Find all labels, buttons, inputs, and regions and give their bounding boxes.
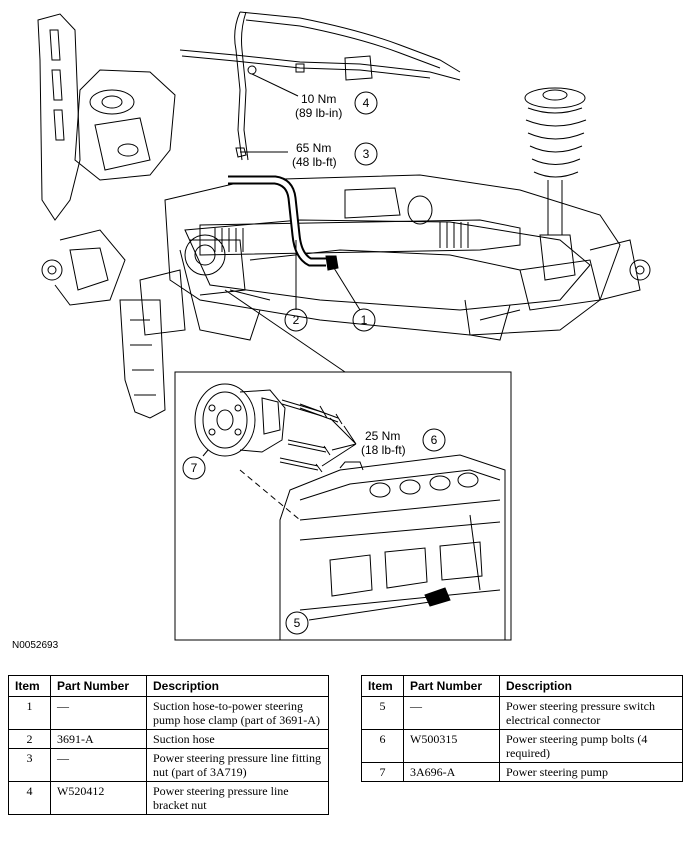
- part-cell: —: [403, 696, 500, 730]
- parts-table-right: Item Part Number Description 5 — Power s…: [361, 675, 683, 782]
- detail-leader: [224, 289, 346, 373]
- leader-6: [321, 417, 357, 467]
- steering-gear: [199, 187, 521, 256]
- callout-7-circle: [182, 456, 206, 480]
- part-cell: 3691-A: [50, 729, 147, 749]
- table-row: 6 W500315 Power steering pump bolts (4 r…: [361, 729, 683, 763]
- torque-4-metric: 10 Nm: [301, 92, 336, 106]
- description-cell: Power steering pressure switch electrica…: [499, 696, 683, 730]
- torque-6-imperial: (18 lb-ft): [361, 443, 406, 457]
- callout-5-circle: [285, 611, 309, 635]
- callout-3-circle: [354, 142, 378, 166]
- header-description: Description: [499, 675, 683, 697]
- left-frame-rail: [37, 13, 166, 419]
- table-header-row: Item Part Number Description: [8, 675, 329, 697]
- figure-id: N0052693: [12, 640, 59, 651]
- table-row: 5 — Power steering pressure switch elect…: [361, 696, 683, 730]
- item-cell: 4: [8, 781, 51, 815]
- callout-1-number: 1: [361, 313, 368, 327]
- callout-7-number: 7: [191, 461, 198, 475]
- item-cell: 3: [8, 748, 51, 782]
- pressure-line: [179, 11, 461, 161]
- description-cell: Suction hose-to-power steering pump hose…: [146, 696, 329, 730]
- item-cell: 7: [361, 762, 404, 782]
- callout-4-number: 4: [363, 96, 370, 110]
- description-cell: Power steering pump bolts (4 required): [499, 729, 683, 763]
- table-row: 1 — Suction hose-to-power steering pump …: [8, 696, 329, 730]
- callout-2-number: 2: [293, 313, 300, 327]
- item-cell: 1: [8, 696, 51, 730]
- callout-5-number: 5: [294, 616, 301, 630]
- pump-bolts: [279, 399, 343, 473]
- torque-3-metric: 65 Nm: [296, 141, 331, 155]
- torque-3-imperial: (48 lb-ft): [292, 155, 337, 169]
- left-strut-tower: [74, 69, 176, 181]
- mounting-line: [239, 469, 301, 521]
- description-cell: Power steering pump: [499, 762, 683, 782]
- description-cell: Power steering pressure line bracket nut: [146, 781, 329, 815]
- leader-7: [202, 449, 209, 457]
- table-row: 4 W520412 Power steering pressure line b…: [8, 781, 329, 815]
- table-row: 7 3A696-A Power steering pump: [361, 762, 683, 782]
- header-part-number: Part Number: [50, 675, 147, 697]
- leader-1: [333, 267, 361, 311]
- callout-4-circle: [354, 91, 378, 115]
- right-strut: [524, 87, 587, 281]
- item-cell: 6: [361, 729, 404, 763]
- detail-view-frame: [174, 371, 512, 641]
- leader-4: [251, 73, 299, 97]
- hose-clamp: [325, 255, 339, 271]
- right-hub: [519, 239, 651, 311]
- power-steering-illustration: 4 3 2 1 6 7 5 10 Nm (89 lb-in) 65 Nm (48…: [37, 11, 651, 641]
- part-cell: —: [50, 748, 147, 782]
- item-cell: 5: [361, 696, 404, 730]
- table-header-row: Item Part Number Description: [361, 675, 683, 697]
- header-description: Description: [146, 675, 329, 697]
- pressure-switch-connector: [424, 587, 451, 607]
- pressure-line-fitting-nut: [235, 147, 247, 158]
- pump-detail: [194, 383, 286, 457]
- part-cell: W500315: [403, 729, 500, 763]
- header-part-number: Part Number: [403, 675, 500, 697]
- torque-6-metric: 25 Nm: [365, 429, 400, 443]
- callout-6-number: 6: [431, 433, 438, 447]
- parts-table-left: Item Part Number Description 1 — Suction…: [8, 675, 329, 815]
- item-cell: 2: [8, 729, 51, 749]
- leader-5: [308, 601, 431, 621]
- header-item: Item: [361, 675, 404, 697]
- part-cell: —: [50, 696, 147, 730]
- header-item: Item: [8, 675, 51, 697]
- table-row: 2 3691-A Suction hose: [8, 729, 329, 749]
- callout-3-number: 3: [363, 147, 370, 161]
- part-cell: W520412: [50, 781, 147, 815]
- description-cell: Suction hose: [146, 729, 329, 749]
- part-cell: 3A696-A: [403, 762, 500, 782]
- left-hub: [41, 229, 126, 306]
- callout-6-circle: [422, 428, 446, 452]
- callout-2-circle: [284, 308, 308, 332]
- callout-1-circle: [352, 308, 376, 332]
- table-row: 3 — Power steering pressure line fitting…: [8, 748, 329, 782]
- torque-4-imperial: (89 lb-in): [295, 106, 342, 120]
- engine-block: [279, 454, 506, 641]
- description-cell: Power steering pressure line fitting nut…: [146, 748, 329, 782]
- pump-overview: [184, 234, 246, 296]
